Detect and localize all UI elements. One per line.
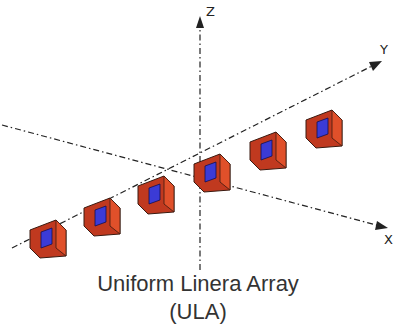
- y-axis-label: Y: [380, 42, 388, 57]
- z-axis: [199, 24, 200, 270]
- x-arrowhead: [375, 221, 388, 230]
- caption: Uniform Linera Array (ULA): [68, 270, 328, 326]
- x-axis-label: X: [384, 232, 393, 247]
- antenna-elements: [30, 110, 342, 258]
- y-axis: [12, 66, 372, 248]
- z-arrowhead: [196, 16, 204, 28]
- y-arrowhead: [369, 61, 382, 71]
- z-axis-label: Z: [206, 4, 215, 19]
